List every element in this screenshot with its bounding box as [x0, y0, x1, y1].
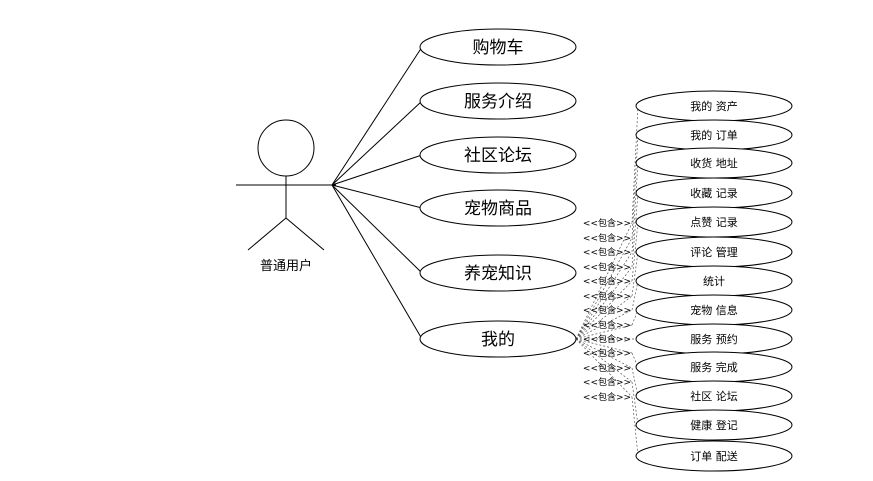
include-line: [575, 338, 633, 354]
sub-use-case-shape: [635, 409, 793, 441]
actor-label: 普通用户: [260, 258, 312, 274]
sub-use-case-label: 健康 登记: [690, 418, 738, 432]
sub-use-case-ellipse: 评论 管理: [635, 236, 793, 268]
use-case-label: 宠物商品: [464, 199, 532, 219]
sub-use-case-label: 宠物 信息: [690, 303, 738, 317]
include-line: [575, 338, 633, 398]
include-line-segment: [631, 251, 639, 297]
include-line: [575, 222, 633, 340]
include-label: <<包含>>: [583, 362, 631, 374]
sub-use-case-label: 服务 预约: [690, 333, 738, 346]
include-line-segment: [631, 134, 639, 239]
include-line: [575, 237, 633, 340]
use-case-shape: [419, 28, 577, 66]
use-case-label: 购物车: [473, 38, 524, 58]
include-line: [575, 324, 633, 340]
include-line-segment: [631, 396, 639, 457]
sub-use-case-label: 评论 管理: [690, 245, 738, 259]
sub-use-case-ellipse: 社区 论坛: [635, 380, 793, 412]
include-line: [575, 280, 633, 340]
sub-use-case-ellipse: 服务 预约: [635, 323, 793, 355]
use-case-ellipse: 养宠知识: [419, 254, 577, 292]
sub-use-case-ellipse: 收藏 记录: [635, 177, 793, 209]
include-label: <<包含>>: [583, 232, 631, 244]
sub-use-case-ellipse: 统计: [635, 265, 793, 297]
sub-use-case-shape: [635, 440, 793, 472]
use-case-ellipse: 我的: [419, 320, 577, 358]
sub-use-case-ellipse: 服务 完成: [635, 351, 793, 383]
include-line-segment: [631, 280, 639, 311]
sub-use-case-label: 统计: [703, 275, 725, 288]
include-line-segment: [631, 105, 639, 224]
actor-head: [257, 119, 315, 177]
include-label: <<包含>>: [583, 319, 631, 331]
include-line-segment: [631, 221, 639, 282]
include-label: <<包含>>: [583, 347, 631, 359]
include-label: <<包含>>: [583, 275, 631, 287]
association-line: [331, 46, 423, 186]
include-label: <<包含>>: [583, 333, 631, 345]
use-case-ellipse: 社区论坛: [419, 136, 577, 174]
use-case-ellipse: 服务介绍: [419, 82, 577, 120]
actor-left-leg: [247, 217, 287, 251]
sub-use-case-ellipse: 收货 地址: [635, 147, 793, 179]
association-line: [331, 184, 423, 340]
sub-use-case-ellipse: 订单 配送: [635, 440, 793, 472]
sub-use-case-ellipse: 宠物 信息: [635, 294, 793, 326]
include-line-segment: [631, 381, 639, 426]
include-label: <<包含>>: [583, 246, 631, 258]
actor-right-leg: [285, 217, 325, 251]
use-case-ellipse: 购物车: [419, 28, 577, 66]
use-case-shape: [419, 82, 577, 120]
include-labels: <<包含>> <<包含>> <<包含>> <<包含>> <<包含>> <<包含>> <<包含…: [583, 217, 631, 403]
use-case-ellipse: 宠物商品: [419, 189, 577, 227]
include-label: <<包含>>: [583, 391, 631, 403]
use-case-label: 社区论坛: [464, 146, 532, 166]
sub-use-case-ellipse: 点赞 记录: [635, 206, 793, 238]
sub-use-case-label: 社区 论坛: [690, 389, 738, 403]
association-line: [331, 100, 423, 186]
include-line: [575, 309, 633, 340]
use-case-label: 服务介绍: [464, 92, 532, 112]
sub-use-case-label: 服务 完成: [690, 360, 738, 374]
sub-use-case-label: 订单 配送: [690, 449, 738, 463]
include-line: [575, 295, 633, 340]
association-lines: [331, 46, 423, 340]
sub-use-case-label: 我的 资产: [690, 99, 738, 113]
include-line: [575, 266, 633, 340]
include-label: <<包含>>: [583, 290, 631, 302]
association-line: [331, 184, 423, 274]
sub-use-case-ellipse: 健康 登记: [635, 409, 793, 441]
include-line: [575, 338, 633, 383]
sub-use-case-ellipse: 我的 订单: [635, 119, 793, 151]
include-line-segment: [631, 367, 639, 397]
use-case-label: 养宠知识: [464, 264, 532, 284]
include-line-segment: [631, 162, 639, 253]
sub-use-case-label: 收货 地址: [690, 156, 738, 170]
sub-use-case-label: 点赞 记录: [690, 216, 738, 229]
use-case-label: 我的: [481, 330, 515, 350]
include-line-segment: [631, 192, 639, 268]
association-line: [331, 154, 423, 186]
include-label: <<包含>>: [583, 376, 631, 388]
sub-use-case-label: 我的 订单: [690, 128, 738, 142]
use-case-shape: [419, 320, 577, 358]
use-case-shape: [419, 254, 577, 292]
sub-use-case-label: 收藏 记录: [690, 186, 738, 200]
include-label: <<包含>>: [583, 261, 631, 273]
sub-use-case-ellipse: 我的 资产: [635, 90, 793, 122]
association-line: [331, 184, 423, 209]
include-line: [575, 251, 633, 340]
include-line: [575, 338, 633, 369]
use-case-shape: [419, 136, 577, 174]
actor-stick-figure: [236, 119, 336, 251]
include-label: <<包含>>: [583, 217, 631, 229]
include-label: <<包含>>: [583, 304, 631, 316]
use-case-shape: [419, 189, 577, 227]
